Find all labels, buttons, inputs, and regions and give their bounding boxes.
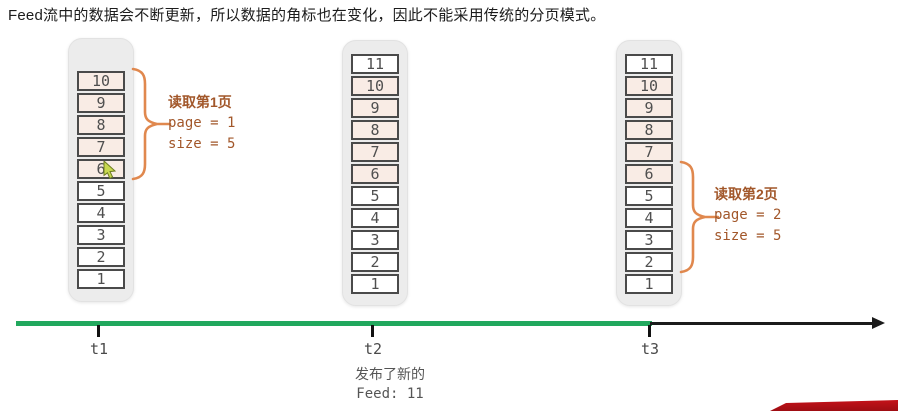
feed-cell-5: 5: [77, 181, 125, 201]
feed-cell-8: 8: [625, 120, 673, 140]
feed-cell-3: 3: [77, 225, 125, 245]
page2-brace: [679, 160, 720, 274]
page1-annotation-size: size = 5: [168, 136, 236, 152]
feed-cell-7: 7: [625, 142, 673, 162]
page1-brace: [131, 67, 172, 181]
timeline-tick-t2: [371, 325, 374, 337]
feed-cell-1: 1: [77, 269, 125, 289]
feed-cell-11: 11: [351, 54, 399, 74]
feed-cell-9: 9: [77, 93, 125, 113]
feed-cell-6: 6: [625, 164, 673, 184]
feed-cell-6: 6: [77, 159, 125, 179]
feed-cell-6: 6: [351, 164, 399, 184]
page2-annotation-heading: 读取第2页: [714, 186, 778, 202]
feed-cell-8: 8: [351, 120, 399, 140]
page2-annotation-size: size = 5: [714, 228, 782, 244]
timeline-tick-t3: [648, 325, 651, 337]
feed-cell-10: 10: [625, 76, 673, 96]
timeline-label-t2: t2: [363, 340, 383, 358]
feed-cell-7: 7: [77, 137, 125, 157]
page1-annotation: 读取第1页 page = 1 size = 5: [168, 92, 235, 155]
timeline-future-segment: [650, 322, 878, 325]
feed-cell-3: 3: [625, 230, 673, 250]
feed-cell-3: 3: [351, 230, 399, 250]
page2-annotation-page: page = 2: [714, 207, 782, 223]
timeline-arrowhead-icon: [872, 317, 885, 329]
watermark-ribbon: [770, 400, 898, 411]
feed-cell-4: 4: [77, 203, 125, 223]
timeline-elapsed-segment: [16, 321, 652, 326]
timeline-label-t1: t1: [89, 340, 109, 358]
page1-annotation-page: page = 1: [168, 115, 236, 131]
feed-cell-9: 9: [351, 98, 399, 118]
feed-cell-10: 10: [351, 76, 399, 96]
feed-cell-10: 10: [77, 71, 125, 91]
diagram-title: Feed流中的数据会不断更新，所以数据的角标也在变化，因此不能采用传统的分页模式…: [8, 7, 606, 24]
feed-cell-4: 4: [351, 208, 399, 228]
feed-cell-8: 8: [77, 115, 125, 135]
feed-cell-2: 2: [625, 252, 673, 272]
feed-cell-2: 2: [77, 247, 125, 267]
feed-cell-5: 5: [351, 186, 399, 206]
feed-cell-4: 4: [625, 208, 673, 228]
new-feed-event-text: 发布了新的: [355, 366, 425, 382]
page1-annotation-heading: 读取第1页: [168, 94, 232, 110]
page2-annotation: 读取第2页 page = 2 size = 5: [714, 184, 781, 247]
new-feed-event-id: Feed: 11: [356, 386, 424, 402]
feed-cell-2: 2: [351, 252, 399, 272]
feed-cell-11: 11: [625, 54, 673, 74]
mouse-cursor-icon: [103, 161, 117, 179]
timeline-tick-t1: [97, 325, 100, 337]
timeline-label-t3: t3: [640, 340, 660, 358]
feed-cell-1: 1: [625, 274, 673, 294]
feed-cell-7: 7: [351, 142, 399, 162]
feed-cell-5: 5: [625, 186, 673, 206]
feed-cell-1: 1: [351, 274, 399, 294]
feed-cell-9: 9: [625, 98, 673, 118]
new-feed-event-note: 发布了新的 Feed: 11: [330, 364, 450, 404]
